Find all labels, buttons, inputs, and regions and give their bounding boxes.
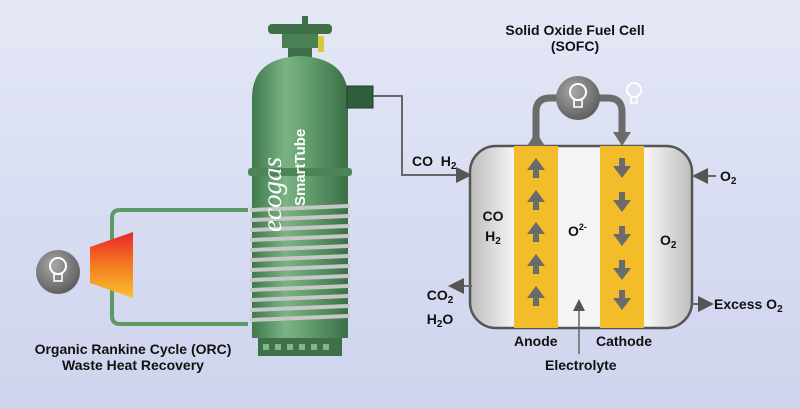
fuel-inlet-label: CO H2 xyxy=(412,153,457,172)
sofc-title: Solid Oxide Fuel Cell (SOFC) xyxy=(505,22,645,55)
anode-fuel-label: CO H2 xyxy=(482,208,504,248)
cathode-oxygen-label: O2 xyxy=(660,232,677,251)
lightbulb-icon xyxy=(556,76,600,120)
fuel-feed-line xyxy=(373,95,472,183)
circuit-arrow-down xyxy=(613,132,631,146)
cathode-down-arrows xyxy=(613,158,631,310)
oxygen-inlet-label: O2 xyxy=(720,168,737,187)
exhaust-label: CO2 H2O xyxy=(426,287,454,330)
tank-product: SmartTube xyxy=(292,128,309,206)
tank-band xyxy=(248,168,352,176)
lightbulb-outline-icon xyxy=(626,82,642,104)
tank-outlet-box xyxy=(346,85,374,109)
electrolyte-label: Electrolyte xyxy=(545,357,617,373)
tank-valve xyxy=(268,16,332,58)
tank-brand: ecogas xyxy=(257,157,287,232)
lightbulb-icon xyxy=(36,250,80,294)
anode-up-arrows xyxy=(527,158,545,306)
excess-oxygen-label: Excess O2 xyxy=(714,296,783,315)
circuit-arrow-up xyxy=(527,132,545,146)
anode-label: Anode xyxy=(514,333,558,349)
cathode-label: Cathode xyxy=(596,333,652,349)
oxide-ion-label: O2- xyxy=(568,222,587,239)
heat-exchanger-coil xyxy=(250,204,350,322)
tank-base-holes xyxy=(263,344,329,350)
orc-caption: Organic Rankine Cycle (ORC) Waste Heat R… xyxy=(34,341,232,374)
orc-turbine xyxy=(90,232,133,298)
